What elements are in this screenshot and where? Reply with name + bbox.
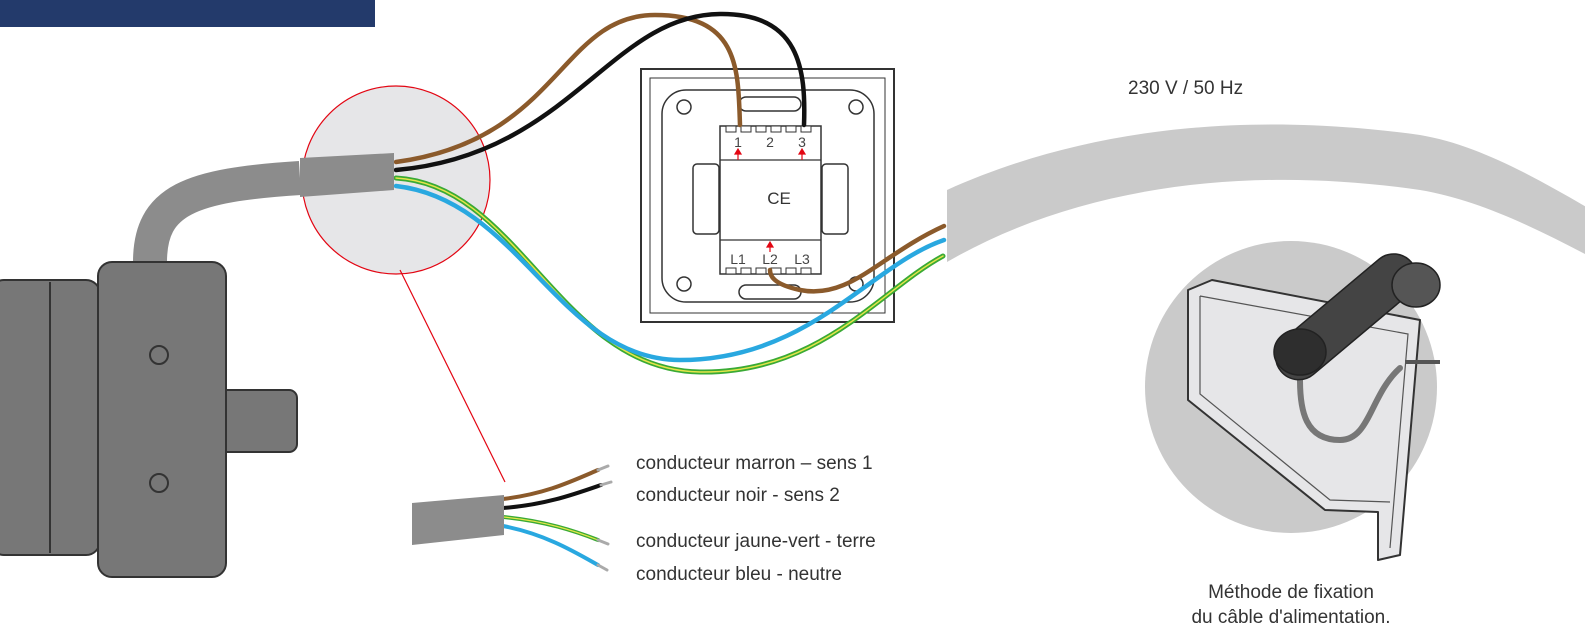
- wire-yellow-motor: [395, 177, 944, 373]
- detail-wire-black: [501, 483, 603, 510]
- detail-tip-black: [599, 480, 613, 487]
- legend-green: conducteur jaune-vert - terre: [636, 531, 876, 552]
- terminal-arrows: [733, 147, 807, 252]
- caption-line-1: Méthode de fixation: [1208, 582, 1374, 603]
- wire-brown-motor: [393, 12, 743, 165]
- motor-shaft: [214, 389, 298, 453]
- motor-cable: [133, 161, 302, 263]
- clip-right: [821, 163, 849, 235]
- supply-label: 230 V / 50 Hz: [1128, 78, 1243, 99]
- motor-tube-end: [1273, 328, 1327, 376]
- wire-blue-motor: [393, 183, 947, 363]
- mount-hole-tl: [676, 99, 692, 115]
- ce-mark: CE: [767, 189, 791, 208]
- fixation-cable: [1297, 365, 1403, 444]
- detail-wire-brown: [501, 468, 600, 501]
- cable-detail: conducteur marron – sens 1 conducteur no…: [412, 453, 876, 585]
- power-cable: [947, 124, 1585, 262]
- mount-hole-bl: [676, 276, 692, 292]
- wall-switch: 1 2 3 L1 L2 L3 CE: [640, 68, 895, 323]
- terminal-l1: L1: [730, 251, 746, 267]
- zoom-pointer: [399, 269, 506, 483]
- detail-wire-yellow: [502, 516, 599, 541]
- terminal-teeth-top: [725, 125, 812, 133]
- wire-brown-supply: [767, 223, 947, 294]
- legend-brown: conducteur marron – sens 1: [636, 453, 873, 474]
- bracket-inner-edge: [1199, 295, 1409, 549]
- legend-blue: conducteur bleu - neutre: [636, 564, 842, 585]
- switch-inner-frame: [649, 77, 886, 314]
- wire-black-motor: [393, 11, 807, 173]
- mount-hole-tr: [848, 99, 864, 115]
- fixation-detail: [1145, 241, 1441, 561]
- wires-motor-to-switch: [393, 11, 947, 375]
- motor-cable-end: [300, 153, 394, 197]
- terminal-l2: L2: [762, 251, 778, 267]
- terminal-1: 1: [734, 134, 742, 150]
- motor: [0, 161, 302, 578]
- motor-tube-cap: [1391, 262, 1441, 308]
- detail-tip-brown: [596, 464, 610, 472]
- legend-black: conducteur noir - sens 2: [636, 485, 840, 506]
- detail-tip-blue: [596, 563, 609, 572]
- terminal-2: 2: [766, 134, 774, 150]
- terminal-3: 3: [798, 134, 806, 150]
- detail-tip-green: [596, 538, 610, 546]
- detail-cable-sheath: [412, 495, 504, 545]
- terminal-l3: L3: [794, 251, 810, 267]
- caption-line-2: du câble d'alimentation.: [1191, 607, 1390, 628]
- detail-wire-blue: [501, 524, 600, 567]
- motor-screw-top: [149, 345, 169, 365]
- motor-head: [97, 261, 227, 578]
- header-banner: [0, 0, 375, 27]
- clip-left: [692, 163, 720, 235]
- motor-screw-bottom: [149, 473, 169, 493]
